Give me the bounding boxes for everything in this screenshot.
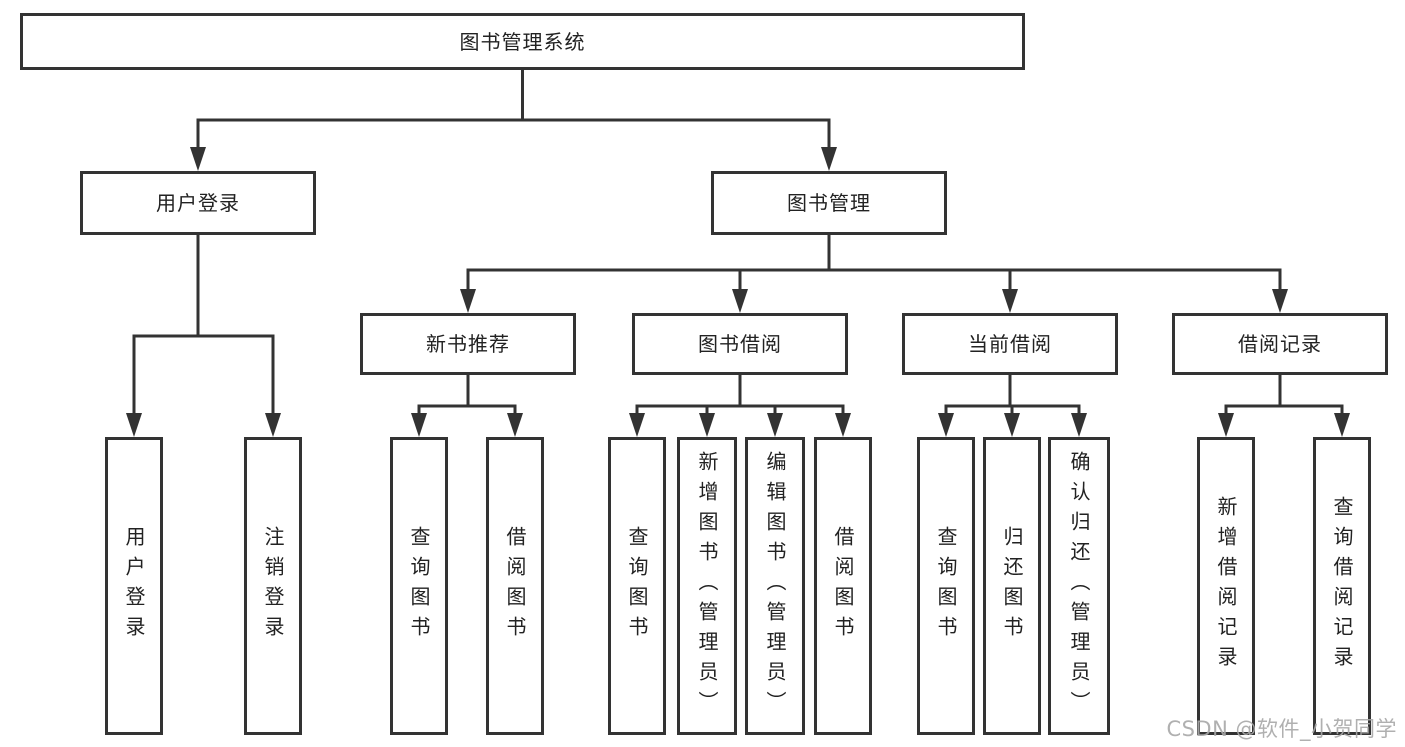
node-cur-return: 归还图书 (983, 437, 1041, 735)
node-label: 新增图书（管理员） (695, 451, 719, 721)
node-label: 用户登录 (156, 191, 240, 215)
arrowhead-icon (821, 147, 837, 171)
arrowhead-icon (767, 413, 783, 437)
arrowhead-icon (126, 413, 142, 437)
node-borrow-query: 查询图书 (608, 437, 666, 735)
node-borrow-add: 新增图书（管理员） (677, 437, 737, 735)
arrowhead-icon (732, 289, 748, 313)
watermark: CSDN @软件_小贺同学 (1166, 717, 1397, 741)
arrowhead-icon (190, 147, 206, 171)
node-borrow: 图书借阅 (632, 313, 848, 375)
node-label: 归还图书 (1000, 526, 1024, 646)
arrowhead-icon (629, 413, 645, 437)
node-label: 借阅图书 (831, 526, 855, 646)
node-label: 借阅记录 (1238, 332, 1322, 356)
node-label: 注销登录 (261, 526, 285, 646)
node-login-logout: 注销登录 (244, 437, 302, 735)
node-login: 用户登录 (80, 171, 316, 235)
node-mgmt: 图书管理 (711, 171, 947, 235)
node-label: 借阅图书 (503, 526, 527, 646)
node-current: 当前借阅 (902, 313, 1118, 375)
node-label: 查询图书 (407, 526, 431, 646)
node-label: 图书管理 (787, 191, 871, 215)
node-rec-borrow: 借阅图书 (486, 437, 544, 735)
node-rec-add-record: 新增借阅记录 (1197, 437, 1255, 735)
node-label: 新书推荐 (426, 332, 510, 356)
node-cur-query: 查询图书 (917, 437, 975, 735)
node-label: 图书借阅 (698, 332, 782, 356)
arrowhead-icon (835, 413, 851, 437)
arrowhead-icon (1071, 413, 1087, 437)
arrowhead-icon (507, 413, 523, 437)
arrowhead-icon (265, 413, 281, 437)
node-label: 查询图书 (934, 526, 958, 646)
arrowhead-icon (460, 289, 476, 313)
node-label: 编辑图书（管理员） (763, 451, 787, 721)
arrowhead-icon (1004, 413, 1020, 437)
node-records: 借阅记录 (1172, 313, 1388, 375)
arrowhead-icon (1002, 289, 1018, 313)
node-rec-query: 查询图书 (390, 437, 448, 735)
arrowhead-icon (411, 413, 427, 437)
node-cur-confirm: 确认归还（管理员） (1048, 437, 1110, 735)
connector-path (417, 373, 517, 423)
node-root: 图书管理系统 (20, 13, 1025, 70)
node-borrow-borrow: 借阅图书 (814, 437, 872, 735)
node-label: 图书管理系统 (459, 29, 586, 54)
node-rec: 新书推荐 (360, 313, 576, 375)
connector-path (635, 373, 845, 423)
node-label: 新增借阅记录 (1214, 496, 1238, 676)
node-label: 确认归还（管理员） (1067, 451, 1091, 721)
arrowhead-icon (1334, 413, 1350, 437)
arrowhead-icon (1218, 413, 1234, 437)
node-login-user: 用户登录 (105, 437, 163, 735)
node-rec-query-record: 查询借阅记录 (1313, 437, 1371, 735)
node-label: 查询借阅记录 (1330, 496, 1354, 676)
node-label: 当前借阅 (968, 332, 1052, 356)
node-borrow-edit: 编辑图书（管理员） (745, 437, 805, 735)
node-label: 用户登录 (122, 526, 146, 646)
connector-path (1224, 373, 1344, 423)
connector-path (132, 233, 275, 423)
arrowhead-icon (1272, 289, 1288, 313)
node-label: 查询图书 (625, 526, 649, 646)
arrowhead-icon (938, 413, 954, 437)
connector-path (466, 233, 1282, 299)
arrowhead-icon (699, 413, 715, 437)
connector-path (196, 68, 831, 157)
